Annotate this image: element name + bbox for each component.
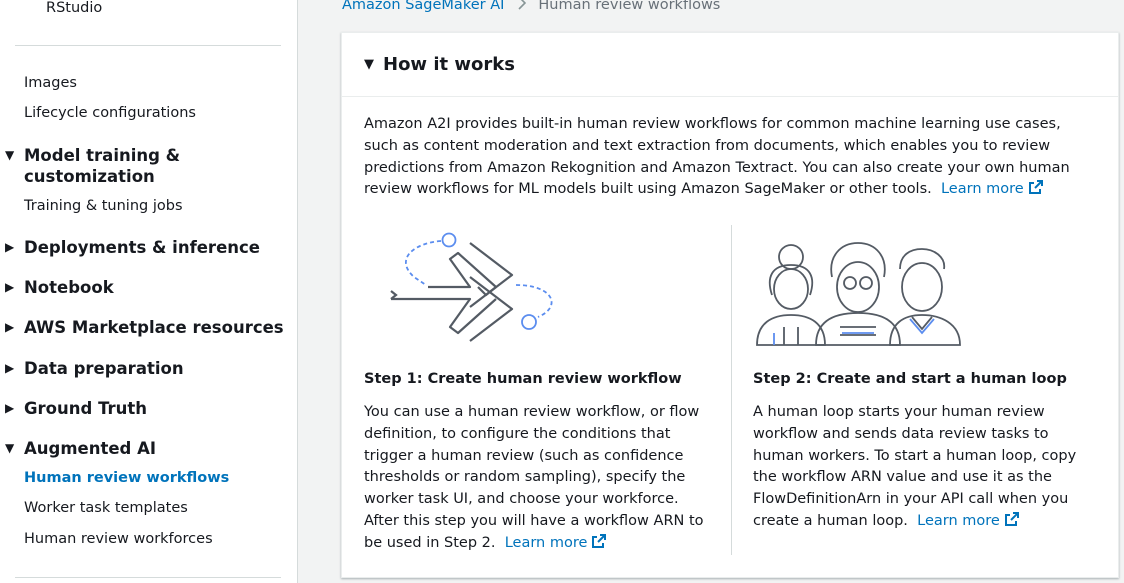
sidebar-divider <box>15 577 281 578</box>
sidebar-section-label: Ground Truth <box>24 399 148 418</box>
step2-title: Step 2: Create and start a human loop <box>753 371 1067 387</box>
external-link-icon <box>592 533 607 548</box>
sidebar-section-ground-truth[interactable]: ▶ Ground Truth <box>5 398 147 419</box>
sidebar-item-human-review-workforces[interactable]: Human review workforces <box>24 531 213 547</box>
intro-paragraph: Amazon A2I provides built-in human revie… <box>364 116 1070 198</box>
sidebar: RStudio Images Lifecycle configurations … <box>0 0 298 583</box>
step1-title: Step 1: Create human review workflow <box>364 371 682 387</box>
step2-learn-more-link[interactable]: Learn more <box>917 511 1020 529</box>
caret-down-icon: ▼ <box>5 441 15 455</box>
panel-title: How it works <box>383 54 515 75</box>
sidebar-divider <box>15 45 281 46</box>
sidebar-section-marketplace[interactable]: ▶ AWS Marketplace resources <box>5 317 284 338</box>
step2-description: A human loop starts your human review wo… <box>753 404 1077 529</box>
sidebar-section-label: Notebook <box>24 278 114 297</box>
sidebar-section-label: Data preparation <box>24 359 184 378</box>
breadcrumb-link-sagemaker[interactable]: Amazon SageMaker AI <box>342 0 505 13</box>
learn-more-link[interactable]: Learn more <box>940 180 1044 198</box>
step1-body: You can use a human review workflow, or … <box>364 402 714 555</box>
sidebar-item-lifecycle-configurations[interactable]: Lifecycle configurations <box>24 105 196 121</box>
breadcrumb-current: Human review workflows <box>538 0 721 13</box>
learn-more-label: Learn more <box>504 534 588 551</box>
sidebar-section-augmented-ai[interactable]: ▼ Augmented AI <box>5 438 156 459</box>
sidebar-section-label: customization <box>24 167 155 186</box>
external-link-icon <box>1004 511 1019 526</box>
sidebar-section-label: Model training & <box>24 146 181 165</box>
how-it-works-panel: ▼ How it works Amazon A2I provides built… <box>341 32 1119 578</box>
chevron-right-icon <box>518 0 527 14</box>
caret-right-icon: ▶ <box>5 361 15 375</box>
sidebar-section-deployments[interactable]: ▶ Deployments & inference <box>5 237 260 258</box>
caret-right-icon: ▶ <box>5 240 15 254</box>
intro-text: Amazon A2I provides built-in human revie… <box>364 114 1099 201</box>
sidebar-section-label: AWS Marketplace resources <box>24 318 284 337</box>
caret-right-icon: ▶ <box>5 320 15 334</box>
sidebar-section-label: Augmented AI <box>24 439 156 458</box>
sidebar-item-training-jobs[interactable]: Training & tuning jobs <box>24 198 183 214</box>
step1-description: You can use a human review workflow, or … <box>364 404 704 551</box>
sidebar-item-rstudio[interactable]: RStudio <box>46 0 103 16</box>
caret-right-icon: ▶ <box>5 280 15 294</box>
steps-divider <box>731 225 732 555</box>
caret-down-icon: ▼ <box>5 148 15 162</box>
caret-right-icon: ▶ <box>5 401 15 415</box>
caret-down-icon: ▼ <box>364 57 374 72</box>
step1-learn-more-link[interactable]: Learn more <box>504 533 608 551</box>
learn-more-label: Learn more <box>917 512 1000 529</box>
sidebar-section-data-preparation[interactable]: ▶ Data preparation <box>5 358 184 379</box>
breadcrumb: Amazon SageMaker AI Human review workflo… <box>342 0 720 14</box>
human-workers-icon <box>756 242 961 346</box>
sidebar-item-human-review-workflows[interactable]: Human review workflows <box>24 470 230 486</box>
how-it-works-header[interactable]: ▼ How it works <box>342 33 1118 97</box>
external-link-icon <box>1028 180 1043 195</box>
sidebar-section-model-training[interactable]: ▼ Model training & customization <box>5 145 180 187</box>
sidebar-item-worker-task-templates[interactable]: Worker task templates <box>24 500 188 516</box>
learn-more-label: Learn more <box>940 181 1024 198</box>
sidebar-item-images[interactable]: Images <box>24 75 77 91</box>
sidebar-section-label: Deployments & inference <box>24 238 260 257</box>
sidebar-section-notebook[interactable]: ▶ Notebook <box>5 277 114 298</box>
step2-body: A human loop starts your human review wo… <box>753 402 1099 533</box>
workflow-arrows-icon <box>390 232 553 342</box>
